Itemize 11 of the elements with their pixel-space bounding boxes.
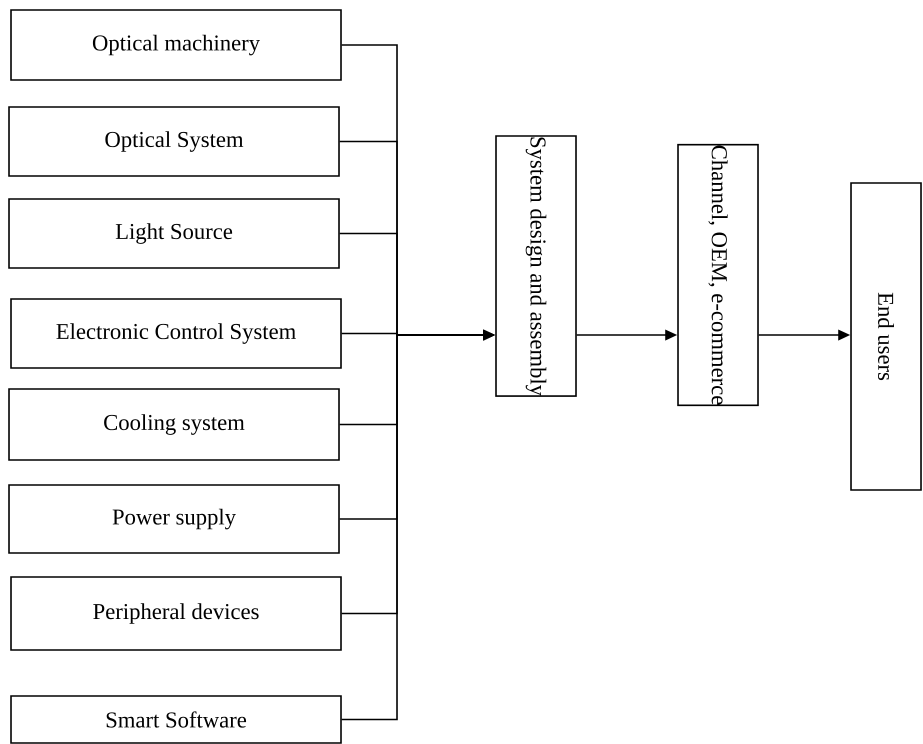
stage-box: System design and assembly	[495, 135, 577, 397]
stage-box: Channel, OEM, e-commerce	[677, 144, 759, 406]
component-box: Power supply	[8, 484, 340, 554]
component-box: Smart Software	[10, 695, 342, 744]
component-box: Peripheral devices	[10, 576, 342, 651]
component-box: Cooling system	[8, 388, 340, 461]
stage-box: End users	[850, 182, 922, 491]
component-box: Electronic Control System	[10, 298, 342, 369]
component-box: Optical machinery	[10, 9, 342, 81]
component-box: Optical System	[8, 106, 340, 177]
component-box: Light Source	[8, 198, 340, 269]
